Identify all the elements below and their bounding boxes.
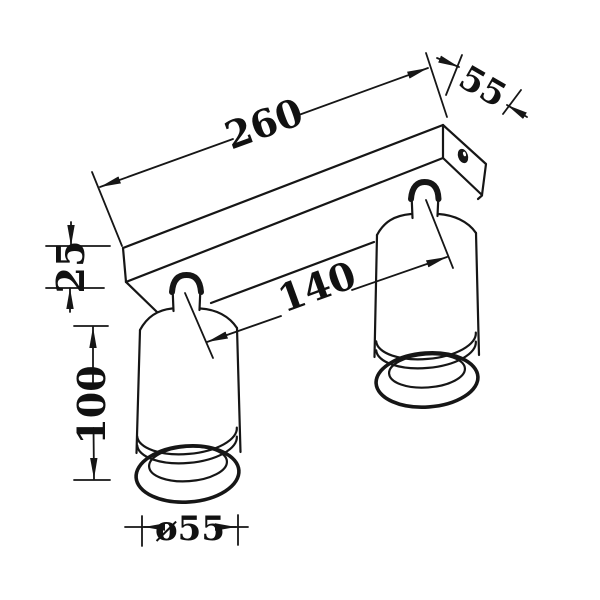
- left-body: [134, 307, 242, 504]
- dimension-plate-width: 55: [436, 54, 528, 119]
- mounting-plate: [121, 123, 488, 314]
- mounting-hole: [457, 148, 469, 164]
- dim-label-100: 100: [69, 365, 114, 444]
- left-spotlight: [134, 271, 242, 504]
- right-stem: [408, 178, 442, 220]
- dim-label-25: 25: [48, 241, 93, 294]
- dim-label-260: 260: [219, 89, 309, 158]
- dimension-body-height: 100: [69, 325, 114, 481]
- dim-label-diameter-55: ø55: [155, 509, 225, 549]
- dim-label-55: 55: [452, 58, 513, 116]
- right-spotlight: [373, 178, 481, 409]
- dimension-plate-length: 260: [91, 52, 448, 247]
- right-body: [373, 212, 481, 409]
- dimension-plate-thickness: 25: [45, 221, 111, 313]
- dimension-spot-spacing: 140: [184, 199, 454, 359]
- dim-label-140: 140: [272, 252, 362, 321]
- dimension-body-diameter: ø55: [124, 509, 249, 549]
- left-stem: [169, 271, 204, 313]
